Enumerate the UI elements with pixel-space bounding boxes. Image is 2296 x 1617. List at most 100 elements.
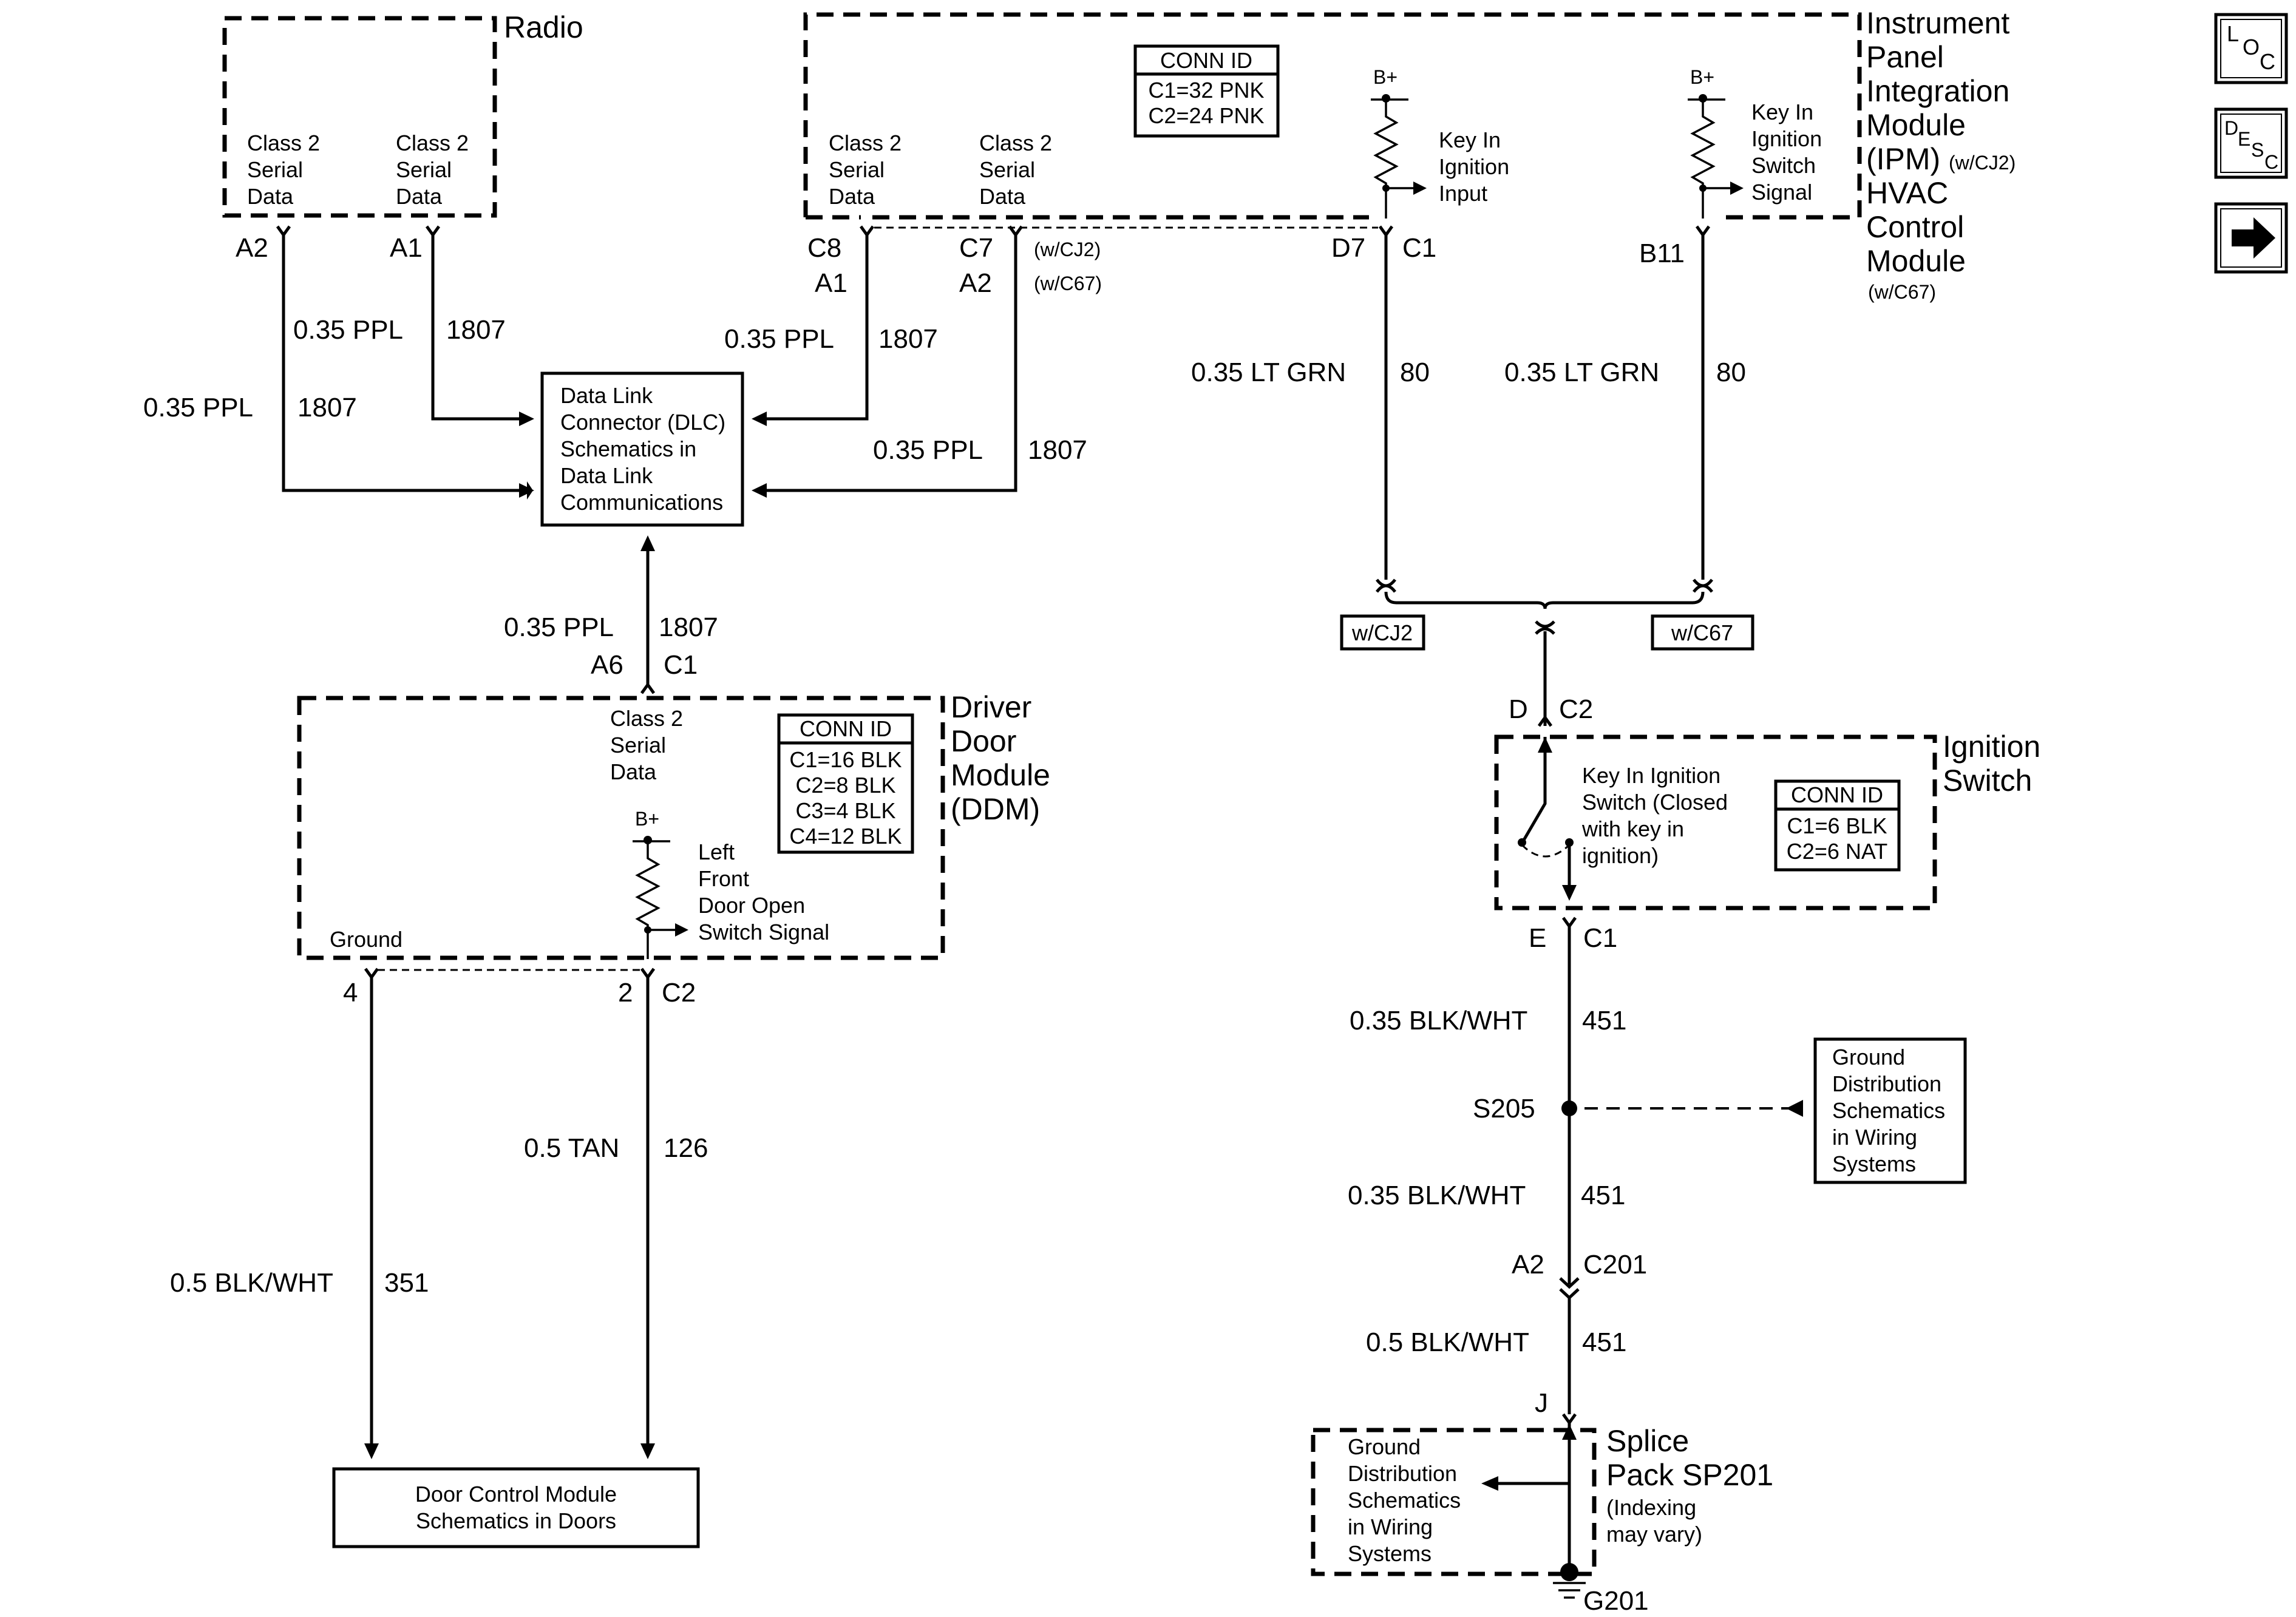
ddm-conn-id-c2: C2=8 BLK <box>795 773 895 798</box>
ipm-conn-id-box <box>1133 44 1280 138</box>
ipm-title-2: Panel <box>1866 40 1944 74</box>
key-in-switch-3: Switch <box>1751 153 1816 178</box>
ipm-class2-left-3: Data <box>829 184 875 209</box>
ign-conn-id-box <box>1774 779 1901 872</box>
arrow-radio-a1 <box>519 412 534 426</box>
wire-radio-a2-circuit: 1807 <box>297 393 357 422</box>
radio-class2-left-2: Serial <box>247 157 303 182</box>
ground-dist-bottom-1: Ground <box>1348 1434 1421 1459</box>
terminal-radio-a2 <box>276 225 291 238</box>
ddm-box <box>297 696 945 960</box>
sp201-title-2: Pack SP201 <box>1606 1458 1773 1492</box>
door-control-box[interactable] <box>332 1467 700 1548</box>
radio-class2-left-1: Class 2 <box>247 131 320 155</box>
ground-dist-bottom-4: in Wiring <box>1348 1514 1433 1539</box>
wire-ddm-up-gauge: 0.35 PPL <box>504 612 614 642</box>
wire-ddm-pin2-gauge: 0.5 TAN <box>524 1133 619 1163</box>
sp201-note-1: (Indexing <box>1606 1495 1696 1520</box>
ign-switch-contact-left <box>1518 838 1526 847</box>
door-control-line-1: Door Control Module <box>415 1482 617 1507</box>
terminal-radio-a1 <box>425 225 441 238</box>
ign-top-arrow <box>1538 737 1552 753</box>
loc-letter-l: L <box>2227 21 2239 46</box>
s205-label: S205 <box>1473 1094 1535 1124</box>
radio-class2-right-1: Class 2 <box>396 131 469 155</box>
wire-s205-out-gauge: 0.35 BLK/WHT <box>1348 1181 1526 1210</box>
hvac-title-3: Module <box>1866 244 1966 278</box>
right-arrow-icon <box>2232 217 2275 259</box>
door-control-line-2: Schematics in Doors <box>416 1508 616 1533</box>
ipm-pin-c8: C8 <box>807 233 841 263</box>
ipm-box <box>803 12 1862 220</box>
wire-radio-a1-gauge: 0.35 PPL <box>293 315 403 345</box>
ipm-pin-a2: A2 <box>959 268 992 298</box>
ground-icon <box>1553 1582 1586 1599</box>
next-button[interactable] <box>2214 202 2288 274</box>
ddm-title-4: (DDM) <box>951 792 1040 826</box>
ign-desc-1: Key In Ignition <box>1582 763 1720 788</box>
next-button-inner <box>2220 208 2282 268</box>
ign-pin-e: E <box>1529 923 1546 953</box>
ground-dist-bottom-3: Schematics <box>1348 1488 1461 1513</box>
ipm-title-4: Module <box>1866 108 1966 142</box>
wire-ipm-c8-circuit: 1807 <box>878 324 938 354</box>
dlc-box[interactable] <box>540 371 744 527</box>
ipm-title-3: Integration <box>1866 74 2009 108</box>
ign-down-arrow <box>1562 885 1577 901</box>
arrow-ipm-c8 <box>752 412 767 426</box>
wire-ddm-pin2-circuit: 126 <box>664 1133 708 1163</box>
loc-button-inner <box>2220 19 2282 78</box>
ign-switch-blade <box>1522 753 1547 841</box>
ign-conn-c2: C2 <box>1559 694 1593 724</box>
ddm-module: Driver Door Module (DDM) Class 2 Serial … <box>297 690 1050 960</box>
ipm-module: Instrument Panel Integration Module (IPM… <box>803 6 2016 303</box>
wire-radio-a1-circuit: 1807 <box>446 315 506 345</box>
ipm-class2-right-1: Class 2 <box>979 131 1052 155</box>
ddm-title-3: Module <box>951 758 1050 792</box>
ddm-conn-id-c3: C3=4 BLK <box>795 798 895 823</box>
desc-button-inner <box>2220 114 2282 173</box>
wire-radio-a2 <box>282 235 527 492</box>
loc-button-frame[interactable] <box>2214 13 2288 84</box>
sp201-title-1: Splice <box>1606 1424 1689 1458</box>
ground-dist-right-box[interactable] <box>1813 1037 1967 1184</box>
ipm-class2-left-2: Serial <box>829 157 885 182</box>
hvac-note: (w/C67) <box>1868 281 1936 303</box>
hvac-title-2: Control <box>1866 210 1964 244</box>
option-bus <box>1384 591 1705 609</box>
door-switch-1: Left <box>698 839 735 864</box>
dlc-line-2: Connector (DLC) <box>560 410 725 435</box>
ddm-title-1: Driver <box>951 690 1031 724</box>
desc-button-frame[interactable] <box>2214 107 2288 179</box>
wire-ddm-pin4-gauge: 0.5 BLK/WHT <box>170 1268 333 1298</box>
key-in-input-3: Input <box>1439 181 1487 206</box>
wire-b11-circuit: 80 <box>1716 358 1746 387</box>
dlc-line-4: Data Link <box>560 463 653 488</box>
terminal-ipm-c8 <box>859 225 875 238</box>
wire-ipm-c7 <box>759 235 1017 492</box>
ddm-conn-id-c1: C1=16 BLK <box>789 747 902 772</box>
desc-button[interactable]: D E S C <box>2214 107 2288 179</box>
radio-class2-right-2: Serial <box>396 157 452 182</box>
dlc-line-3: Schematics in <box>560 436 696 461</box>
desc-letter-d: D <box>2224 117 2238 139</box>
ipm-conn-id-c2: C2=24 PNK <box>1148 103 1264 128</box>
ddm-class2-3: Data <box>610 759 657 784</box>
dlc-line-1: Data Link <box>560 383 653 408</box>
wire-d7-gauge: 0.35 LT GRN <box>1191 358 1346 387</box>
wire-ipm-c8 <box>759 235 869 421</box>
ipm-pin-note-cj2: (w/CJ2) <box>1034 239 1101 260</box>
key-in-switch-2: Ignition <box>1751 126 1822 151</box>
ground-dist-right-2: Distribution <box>1832 1071 1941 1096</box>
wire-ddm-up-circuit: 1807 <box>659 612 718 642</box>
g201-label: G201 <box>1583 1586 1649 1616</box>
radio-pin-a2: A2 <box>236 233 268 263</box>
ipm-conn-id-title: CONN ID <box>1160 48 1252 73</box>
sp201-note-2: may vary) <box>1606 1522 1702 1547</box>
terminal-ddm-a6 <box>640 682 656 694</box>
break-b11-bottom <box>1693 584 1713 593</box>
key-in-switch-4: Signal <box>1751 180 1812 205</box>
loc-button[interactable]: L O C <box>2214 13 2288 84</box>
key-in-input-2: Ignition <box>1439 154 1509 179</box>
radio-title: Radio <box>504 10 583 44</box>
